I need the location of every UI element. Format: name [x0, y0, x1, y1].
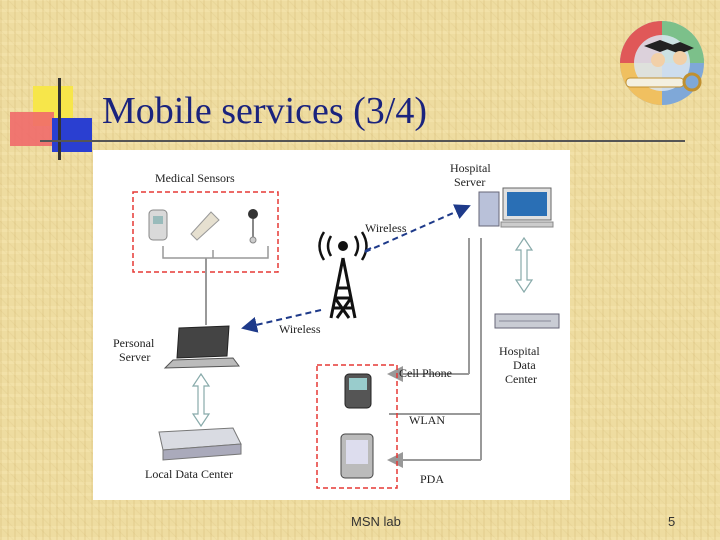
sensor-device-2-icon: [191, 212, 219, 240]
wireless-bottom-label: Wireless: [279, 322, 321, 336]
diagram-canvas: Medical Sensors Wireless Wireless Hospit…: [93, 150, 570, 500]
medical-sensors-label: Medical Sensors: [155, 171, 235, 185]
deco-vertical-bar: [58, 78, 61, 160]
logo-face2: [673, 51, 687, 65]
server-datacenter-arrow: [516, 238, 532, 292]
wlan-label: WLAN: [409, 413, 445, 427]
cell-phone-label: Cell Phone: [399, 366, 452, 380]
pda-label: PDA: [420, 472, 444, 486]
hospital-data-center-label-3: Center: [505, 372, 537, 386]
hospital-data-center-label-2: Data: [513, 358, 536, 372]
sensor-device-3-icon: [248, 209, 258, 243]
cell-tower-icon: [320, 232, 367, 318]
logo-key-icon: [626, 78, 684, 87]
title-rule: [40, 140, 685, 142]
hospital-data-center-icon: [495, 314, 559, 328]
lab-logo: [614, 18, 710, 108]
sensor-bracket: [163, 246, 268, 258]
pda-icon: [341, 434, 373, 478]
cell-phone-icon: [345, 374, 371, 408]
logo-face: [651, 53, 665, 67]
hospital-server-label-2: Server: [454, 175, 485, 189]
mobile-health-diagram: Medical Sensors Wireless Wireless Hospit…: [93, 150, 570, 500]
footer-text: MSN lab: [351, 514, 401, 529]
page-number: 5: [668, 514, 675, 529]
wireless-top-label: Wireless: [365, 221, 407, 235]
local-data-center-label: Local Data Center: [145, 467, 233, 481]
personal-server-label-1: Personal: [113, 336, 155, 350]
hospital-data-center-label-1: Hospital: [499, 344, 540, 358]
local-data-center-icon: [159, 428, 241, 460]
laptop-icon: [165, 326, 239, 368]
sensor-device-1-icon: [149, 210, 167, 240]
slide-title: Mobile services (3/4): [102, 88, 427, 134]
lab-logo-graphic: [614, 18, 710, 108]
hospital-server-label-1: Hospital: [450, 161, 491, 175]
personal-local-arrow: [193, 374, 209, 426]
personal-server-label-2: Server: [119, 350, 150, 364]
hospital-server-icon: [479, 188, 553, 227]
